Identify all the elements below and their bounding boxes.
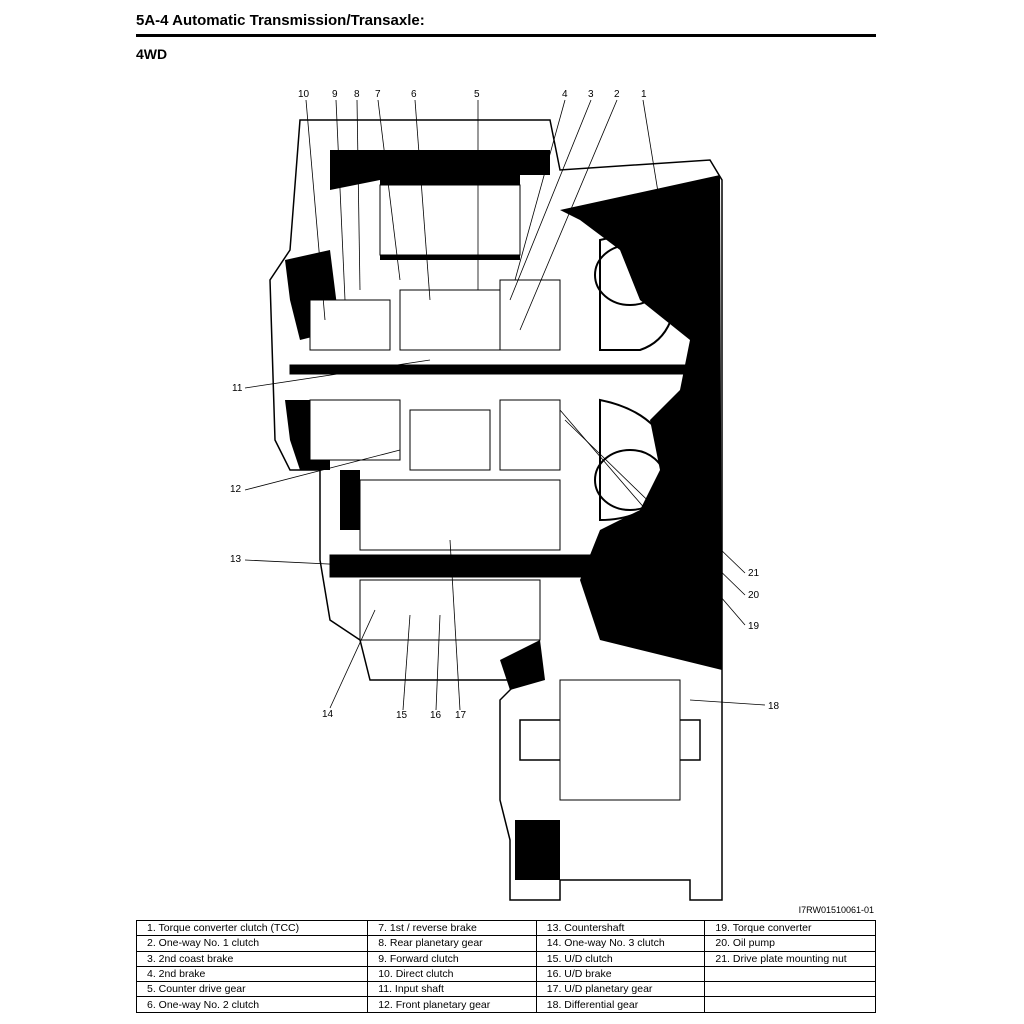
legend-cell: 12. Front planetary gear <box>367 996 537 1013</box>
legend-cell: 1. Torque converter clutch (TCC) <box>135 919 369 937</box>
legend-cell: 6. One-way No. 2 clutch <box>135 996 369 1013</box>
callout-12: 12 <box>230 484 242 495</box>
legend-cell: 9. Forward clutch <box>367 950 537 967</box>
callout-labels: 1 2 3 4 5 6 7 8 9 10 11 12 13 14 15 16 1… <box>230 89 780 721</box>
legend-cell: 7. 1st / reverse brake <box>367 919 537 937</box>
housing-outline <box>269 119 723 901</box>
callout-leaders <box>244 99 766 711</box>
legend-cell: 14. One-way No. 3 clutch <box>535 935 706 952</box>
callout-15: 15 <box>396 710 408 721</box>
legend-cell: 8. Rear planetary gear <box>367 935 537 952</box>
legend-cell: 11. Input shaft <box>367 981 537 998</box>
legend-cell: 19. Torque converter <box>704 919 876 937</box>
legend-cell: 20. Oil pump <box>704 935 876 952</box>
table-row: 1. Torque converter clutch (TCC) 7. 1st … <box>135 919 876 937</box>
torque-converter <box>594 236 676 522</box>
legend-cell <box>704 965 876 983</box>
page-header: 5A-4 Automatic Transmission/Transaxle: <box>136 10 876 37</box>
figure-code: I7RW01510061-01 <box>798 905 874 915</box>
legend-cell: 18. Differential gear <box>535 996 706 1013</box>
clutch-packs <box>309 184 681 801</box>
legend-cell: 2. One-way No. 1 clutch <box>135 935 369 952</box>
callout-9: 9 <box>332 89 338 100</box>
callout-8: 8 <box>354 89 360 100</box>
legend-cell: 17. U/D planetary gear <box>535 981 706 998</box>
legend-cell: 10. Direct clutch <box>367 965 537 983</box>
callout-19: 19 <box>748 621 760 632</box>
callout-7: 7 <box>375 89 381 100</box>
legend-cell <box>704 996 876 1013</box>
legend-cell: 13. Countershaft <box>535 919 706 937</box>
callout-4: 4 <box>562 89 568 100</box>
callout-14: 14 <box>322 709 334 720</box>
callout-3: 3 <box>588 89 594 100</box>
legend-cell: 15. U/D clutch <box>535 950 706 967</box>
housing-shading <box>285 150 722 880</box>
legend-cell <box>704 981 876 998</box>
callout-18: 18 <box>768 701 780 712</box>
callout-5: 5 <box>474 89 480 100</box>
section-subtitle: 4WD <box>136 46 168 62</box>
callout-16: 16 <box>430 710 442 721</box>
table-row: 5. Counter drive gear 11. Input shaft 17… <box>135 981 876 998</box>
callout-10: 10 <box>298 89 310 100</box>
table-row: 2. One-way No. 1 clutch 8. Rear planetar… <box>135 935 876 952</box>
callout-13: 13 <box>230 554 242 565</box>
legend-cell: 21. Drive plate mounting nut <box>704 950 876 967</box>
callout-17: 17 <box>455 710 467 721</box>
shafts <box>289 364 701 761</box>
callout-20: 20 <box>748 590 760 601</box>
legend-cell: 3. 2nd coast brake <box>135 950 369 967</box>
callout-2: 2 <box>614 89 620 100</box>
table-row: 4. 2nd brake 10. Direct clutch 16. U/D b… <box>135 965 876 983</box>
callout-1: 1 <box>641 89 647 100</box>
table-row: 3. 2nd coast brake 9. Forward clutch 15.… <box>135 950 876 967</box>
parts-legend-table: 1. Torque converter clutch (TCC) 7. 1st … <box>135 919 876 1013</box>
legend-cell: 16. U/D brake <box>535 965 706 983</box>
table-row: 6. One-way No. 2 clutch 12. Front planet… <box>135 996 876 1013</box>
callout-21: 21 <box>748 568 760 579</box>
page-title: 5A-4 Automatic Transmission/Transaxle: <box>136 12 425 29</box>
callout-6: 6 <box>411 89 417 100</box>
callout-11: 11 <box>232 383 243 394</box>
legend-cell: 5. Counter drive gear <box>135 981 369 998</box>
legend-cell: 4. 2nd brake <box>135 965 369 983</box>
